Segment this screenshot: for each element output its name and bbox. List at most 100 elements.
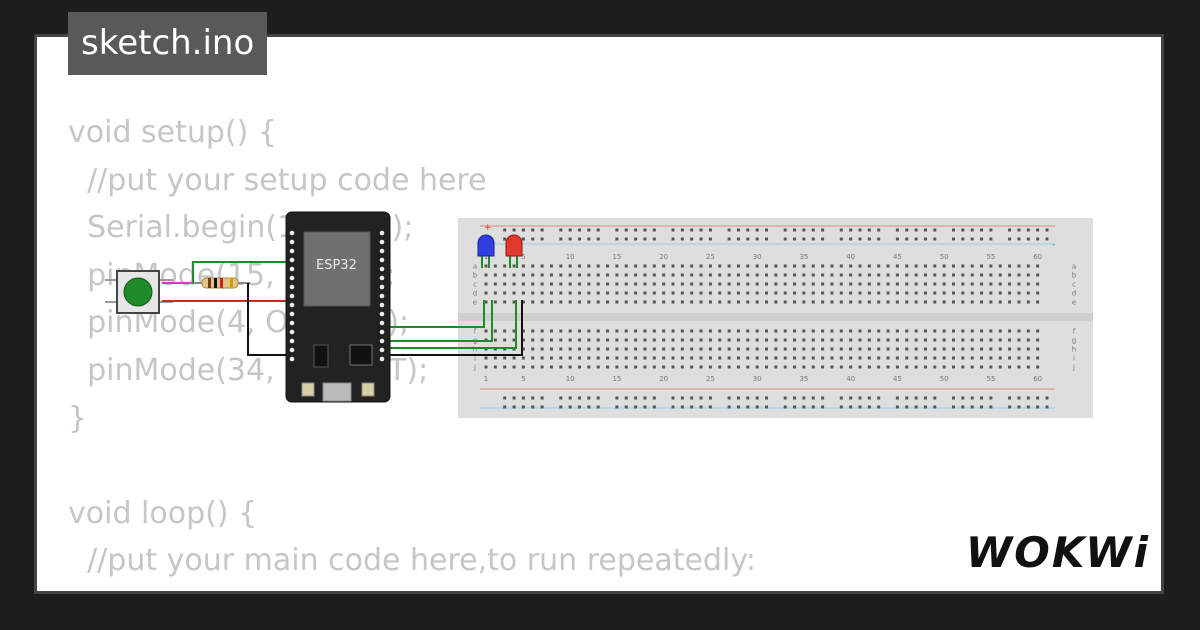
column-number-bottom: 50	[940, 375, 949, 383]
breadboard-hole	[1036, 300, 1040, 304]
breadboard-hole	[540, 347, 544, 351]
breadboard-hole	[746, 237, 750, 241]
breadboard-hole	[1026, 291, 1030, 295]
breadboard-hole	[578, 396, 581, 400]
breadboard-hole	[895, 405, 899, 409]
breadboard-hole	[1008, 273, 1012, 277]
breadboard-hole	[858, 237, 862, 241]
file-tab[interactable]: sketch.ino	[68, 12, 268, 75]
breadboard-hole	[923, 264, 927, 268]
breadboard-hole	[634, 347, 638, 351]
breadboard-hole	[559, 228, 563, 232]
breadboard-hole	[895, 396, 899, 400]
breadboard-hole	[540, 356, 544, 360]
breadboard-hole	[624, 291, 628, 295]
breadboard-hole	[793, 338, 797, 342]
breadboard-hole	[989, 396, 993, 400]
breadboard-hole	[923, 273, 927, 277]
breadboard-hole	[793, 264, 797, 268]
column-number-top: 20	[659, 253, 668, 261]
breadboard-hole	[952, 329, 955, 333]
breadboard-hole	[671, 365, 675, 369]
breadboard-hole	[783, 338, 787, 342]
esp32-pin	[379, 275, 385, 281]
breadboard-hole	[596, 405, 600, 409]
breadboard-hole	[662, 338, 666, 342]
breadboard-hole	[699, 291, 703, 295]
esp32-board[interactable]: ESP32	[285, 211, 391, 403]
breadboard-hole	[765, 228, 768, 232]
wokwi-logo: WOKWi	[965, 528, 1150, 577]
breadboard-hole	[596, 365, 600, 369]
breadboard-hole	[914, 338, 918, 342]
breadboard-hole	[643, 365, 647, 369]
breadboard-hole	[952, 300, 955, 304]
breadboard-hole	[503, 228, 507, 232]
push-button[interactable]	[105, 270, 173, 314]
led-red[interactable]	[505, 234, 523, 268]
breadboard-hole	[568, 405, 572, 409]
breadboard-hole	[531, 300, 535, 304]
row-letter: h	[473, 346, 477, 354]
breadboard-hole	[886, 356, 890, 360]
row-letter: i	[1073, 355, 1075, 363]
breadboard-hole	[606, 338, 610, 342]
breadboard-hole	[708, 396, 712, 400]
breadboard-hole	[849, 356, 853, 360]
breadboard-hole	[718, 300, 722, 304]
breadboard-hole	[877, 329, 881, 333]
breadboard-hole	[671, 228, 675, 232]
breadboard-hole	[736, 405, 740, 409]
breadboard-hole	[970, 338, 974, 342]
breadboard-hole	[587, 273, 591, 277]
breadboard-hole	[699, 338, 703, 342]
row-letter: h	[1072, 346, 1076, 354]
breadboard-hole	[634, 329, 638, 333]
breadboard-hole	[624, 329, 628, 333]
breadboard-hole	[736, 273, 740, 277]
breadboard-hole	[643, 396, 647, 400]
breadboard-hole	[952, 291, 955, 295]
led-blue[interactable]	[477, 234, 495, 268]
breadboard-hole	[989, 365, 993, 369]
breadboard-hole	[587, 282, 591, 286]
row-letter: d	[473, 290, 477, 298]
breadboard-hole	[886, 300, 890, 304]
code-line: }	[68, 400, 88, 436]
breadboard-hole	[531, 356, 535, 360]
breadboard-hole	[783, 228, 787, 232]
breadboard-hole	[736, 396, 740, 400]
breadboard-hole	[727, 273, 731, 277]
breadboard-hole	[559, 237, 563, 241]
breadboard-hole	[793, 273, 797, 277]
breadboard-hole	[980, 228, 984, 232]
button-cap[interactable]	[123, 277, 153, 307]
breadboard-hole	[746, 356, 750, 360]
breadboard-hole	[998, 291, 1002, 295]
breadboard-hole	[867, 365, 871, 369]
breadboard-hole	[905, 365, 909, 369]
breadboard-hole	[867, 228, 871, 232]
breadboard-hole	[549, 365, 553, 369]
breadboard-hole	[942, 356, 946, 360]
breadboard-hole	[774, 347, 778, 351]
breadboard-hole	[923, 300, 927, 304]
breadboard-hole	[671, 356, 675, 360]
breadboard-hole	[961, 237, 965, 241]
breadboard-hole	[643, 405, 647, 409]
breadboard-hole	[783, 356, 787, 360]
breadboard-hole	[596, 347, 600, 351]
breadboard-hole	[699, 237, 703, 241]
esp32-pin	[289, 257, 295, 263]
breadboard-hole	[708, 329, 712, 333]
breadboard-hole	[886, 273, 890, 277]
breadboard-hole	[914, 329, 918, 333]
esp32-pin	[289, 239, 295, 245]
breadboard-hole	[503, 282, 507, 286]
breadboard-hole	[858, 396, 862, 400]
breadboard-hole	[587, 291, 591, 295]
breadboard-hole	[493, 264, 497, 268]
breadboard-hole	[503, 405, 507, 409]
breadboard-hole	[821, 356, 825, 360]
